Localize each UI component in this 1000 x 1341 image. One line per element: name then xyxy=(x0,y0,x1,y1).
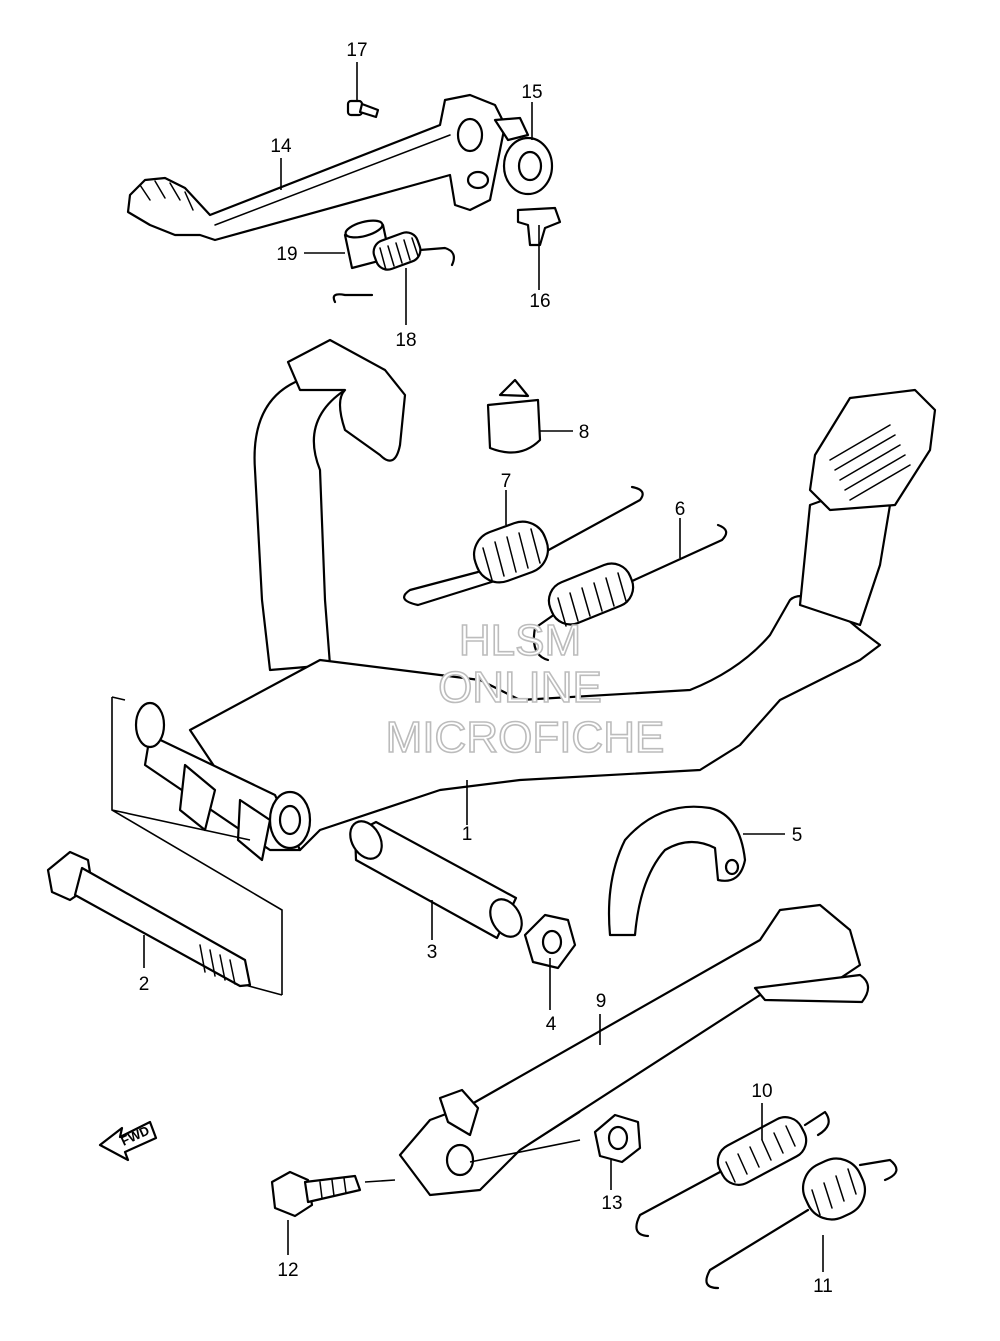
leader-lines xyxy=(143,62,824,1272)
label-5: 5 xyxy=(792,825,803,846)
part-2-long-bolt[interactable] xyxy=(46,850,252,988)
part-8-stopper[interactable] xyxy=(486,378,542,454)
part-number-labels: 17 15 14 19 16 18 8 7 6 1 5 3 2 4 9 10 1… xyxy=(139,40,833,1297)
alignment-line xyxy=(111,696,283,996)
label-13: 13 xyxy=(601,1193,622,1214)
watermark-line-2: ONLINE xyxy=(438,663,602,712)
label-18: 18 xyxy=(395,330,416,351)
part-10-spring[interactable] xyxy=(635,1110,830,1238)
fwd-arrow-icon: FWD xyxy=(98,1120,158,1162)
label-17: 17 xyxy=(346,40,367,61)
label-14: 14 xyxy=(270,136,292,157)
part-4-nut[interactable] xyxy=(523,913,577,970)
label-8: 8 xyxy=(579,422,590,443)
part-14-pedal-arm[interactable] xyxy=(126,93,530,242)
watermark-line-1: HLSM xyxy=(459,616,581,665)
label-7: 7 xyxy=(501,471,512,492)
label-11: 11 xyxy=(813,1276,833,1297)
part-3-pipe[interactable] xyxy=(344,816,528,943)
part-13-nut[interactable] xyxy=(593,1113,642,1164)
label-4: 4 xyxy=(546,1014,557,1035)
label-2: 2 xyxy=(139,974,150,995)
part-15-washer[interactable] xyxy=(502,136,554,196)
watermark-line-3: MICROFICHE xyxy=(386,713,665,762)
part-11-spring[interactable] xyxy=(705,1150,898,1290)
part-1-main-stand[interactable] xyxy=(134,338,937,862)
label-1: 1 xyxy=(462,824,473,845)
part-6-spring[interactable] xyxy=(532,523,728,662)
part-17-bolt[interactable] xyxy=(346,99,380,119)
watermark: HLSM ONLINE MICROFICHE xyxy=(385,615,665,763)
label-15: 15 xyxy=(521,82,542,103)
label-3: 3 xyxy=(427,942,438,963)
label-19: 19 xyxy=(276,244,297,265)
label-10: 10 xyxy=(751,1081,772,1102)
part-12-pivot-bolt[interactable] xyxy=(270,1170,362,1218)
label-12: 12 xyxy=(277,1260,298,1281)
part-18-spring[interactable] xyxy=(332,229,455,304)
label-16: 16 xyxy=(529,291,550,312)
part-7-spring[interactable] xyxy=(403,485,644,607)
label-6: 6 xyxy=(675,499,686,520)
label-9: 9 xyxy=(596,991,607,1012)
part-5-bracket[interactable] xyxy=(607,805,747,937)
part-9-side-stand[interactable] xyxy=(398,903,870,1197)
